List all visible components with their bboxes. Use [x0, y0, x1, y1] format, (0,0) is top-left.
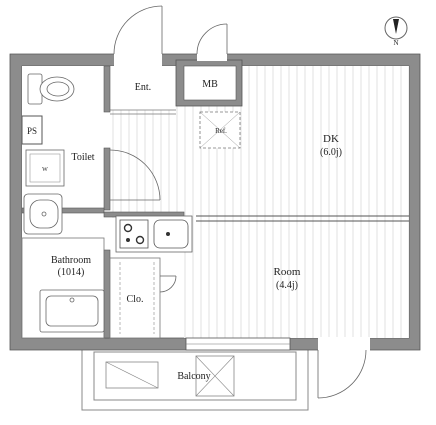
balcony-door	[317, 349, 367, 399]
sliding-partition	[196, 215, 409, 222]
hall-door	[109, 149, 161, 201]
refrigerator-label: Ref.	[215, 127, 227, 135]
washer-space	[25, 149, 65, 187]
entrance-door-opening	[114, 53, 162, 67]
balcony-hatch-left	[105, 361, 159, 389]
kitchen-sink-icon	[153, 219, 189, 249]
bathroom-name: Bathroom	[51, 255, 91, 266]
compass-label: N	[393, 39, 398, 47]
toilet-icon	[27, 73, 75, 105]
balcony-hatch-right	[195, 355, 235, 397]
balcony-label: Balcony	[177, 371, 210, 382]
balcony: Balcony	[81, 347, 309, 411]
kitchen-counter	[115, 215, 193, 253]
ps-box	[21, 115, 43, 145]
entrance-step	[110, 109, 176, 115]
bathroom-wall	[21, 237, 105, 339]
mb-door-opening	[197, 53, 227, 61]
compass: N	[384, 16, 408, 47]
ps-label: PS	[27, 126, 37, 136]
refrigerator-space	[199, 111, 241, 149]
entrance-door	[113, 5, 163, 55]
mb-door	[196, 23, 228, 55]
dk-name: DK	[323, 133, 339, 145]
stove-icon	[119, 219, 149, 249]
ent-floor	[110, 66, 174, 110]
balcony-inner	[93, 351, 297, 401]
dk-room-floor	[242, 66, 409, 218]
bathtub-icon	[39, 289, 105, 333]
washer-label: W	[42, 167, 48, 173]
mb-box-inner	[183, 65, 237, 101]
ent-label: Ent.	[135, 82, 151, 93]
washbasin-icon	[23, 193, 63, 235]
closet-label: Clo.	[127, 294, 144, 305]
compass-circle	[384, 16, 408, 40]
north-arrow-icon	[393, 19, 399, 34]
dk-size: (6.0j)	[320, 147, 342, 158]
bathroom-size: (1014)	[58, 267, 85, 278]
toilet-label: Toilet	[71, 152, 94, 163]
mb-label: MB	[202, 79, 218, 90]
closet	[109, 257, 161, 339]
room-size: (4.4j)	[276, 280, 298, 291]
closet-door	[159, 275, 177, 293]
room-name: Room	[274, 266, 301, 278]
room-floor	[184, 218, 409, 338]
balcony-door-opening	[318, 337, 370, 351]
